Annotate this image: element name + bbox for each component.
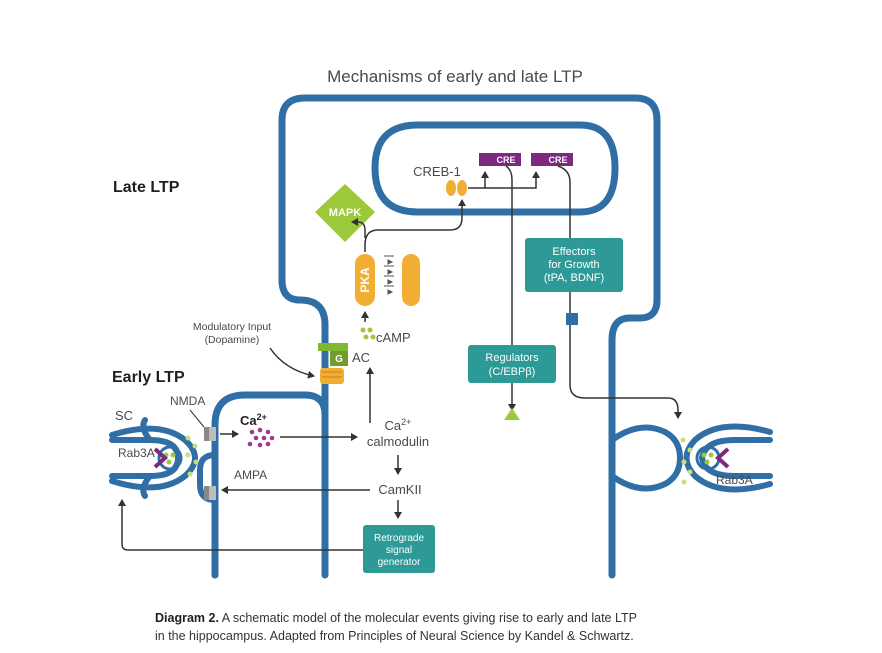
- regulators-line1: Regulators: [485, 352, 539, 364]
- retrograde-line1: Retrograde: [374, 533, 424, 544]
- caption-bold: Diagram 2.: [155, 611, 219, 625]
- early-ltp-arrows: [118, 367, 402, 551]
- rab3a-left-icon: [153, 447, 168, 469]
- effectors-line2: for Growth: [548, 259, 599, 271]
- ca2-label: Ca2+: [240, 412, 267, 428]
- ca2-dots: [247, 427, 275, 448]
- mapk-diamond: [315, 184, 375, 242]
- camp-dots: [360, 327, 376, 340]
- rab3a-right-label: Rab3A: [716, 473, 753, 487]
- effector-marker: [566, 313, 578, 325]
- camp-binding-icon: [384, 255, 394, 295]
- regulators-target-triangle: [504, 408, 520, 420]
- modulatory-input-line2: (Dopamine): [205, 334, 260, 346]
- effectors-box: [525, 238, 623, 292]
- pka-arrows: [351, 199, 466, 322]
- ac-label: AC: [352, 350, 370, 365]
- left-bouton: [109, 425, 198, 491]
- figure-caption: Diagram 2. A schematic model of the mole…: [155, 609, 855, 645]
- right-postsynaptic-edge: [609, 424, 684, 492]
- postsynaptic-membrane: [211, 94, 661, 579]
- cre-box-1: [479, 153, 521, 166]
- left-vesicle: [157, 445, 183, 471]
- g-protein-label: G: [335, 354, 343, 365]
- rab3a-left-label: Rab3A: [118, 446, 155, 460]
- retrograde-line3: generator: [378, 557, 421, 568]
- pka-regulatory-subunit: [402, 254, 420, 306]
- retrograde-line2: signal: [386, 545, 412, 556]
- camp-label: cAMP: [376, 330, 411, 345]
- glutamate-dots-right: [680, 437, 693, 485]
- nmda-pointer: [189, 409, 205, 428]
- modulatory-arrow: [269, 347, 315, 379]
- sc-label: SC: [115, 408, 133, 423]
- late-ltp-label: Late LTP: [113, 179, 180, 196]
- caption-line2: in the hippocampus. Adapted from Princip…: [155, 629, 634, 643]
- g-protein: [330, 350, 348, 366]
- ampa-label: AMPA: [234, 468, 267, 482]
- diagram-title: Mechanisms of early and late LTP: [327, 67, 583, 86]
- cre-label-2: CRE: [548, 155, 567, 165]
- ac-channel: [320, 368, 344, 384]
- regulators-line2: (C/EBPβ): [489, 366, 536, 378]
- camkii-label: CamKII: [378, 482, 421, 497]
- ac-receptor: [318, 343, 348, 351]
- mapk-label: MAPK: [329, 207, 361, 219]
- calmodulin-label: calmodulin: [367, 434, 429, 449]
- right-presynaptic-terminal: [698, 437, 773, 479]
- creb1-label: CREB-1: [413, 164, 461, 179]
- vesicle-dots-right: [701, 452, 714, 465]
- pka-label: PKA: [358, 267, 372, 293]
- effectors-line3: (tPA, BDNF): [544, 272, 604, 284]
- pka-box: [355, 254, 375, 306]
- rab3a-right-icon: [715, 447, 730, 469]
- right-bouton: [683, 423, 773, 493]
- cre-box-2: [531, 153, 573, 166]
- retrograde-box: [363, 525, 435, 573]
- nmda-receptor: [204, 427, 216, 441]
- modulatory-input-line1: Modulatory Input: [193, 321, 271, 333]
- nucleus-arrows: [468, 165, 682, 419]
- effectors-line1: Effectors: [552, 246, 596, 258]
- nmda-label: NMDA: [170, 394, 205, 408]
- glutamate-dots-left: [185, 435, 199, 477]
- caption-line1: A schematic model of the molecular event…: [221, 611, 637, 625]
- ampa-receptor: [204, 486, 216, 500]
- creb1-icon: [446, 180, 467, 196]
- ca2-calmodulin-label: Ca2+: [385, 417, 412, 433]
- regulators-box: [468, 345, 556, 383]
- early-ltp-label: Early LTP: [112, 369, 185, 386]
- cre-label-1: CRE: [496, 155, 515, 165]
- nucleus: [371, 121, 619, 216]
